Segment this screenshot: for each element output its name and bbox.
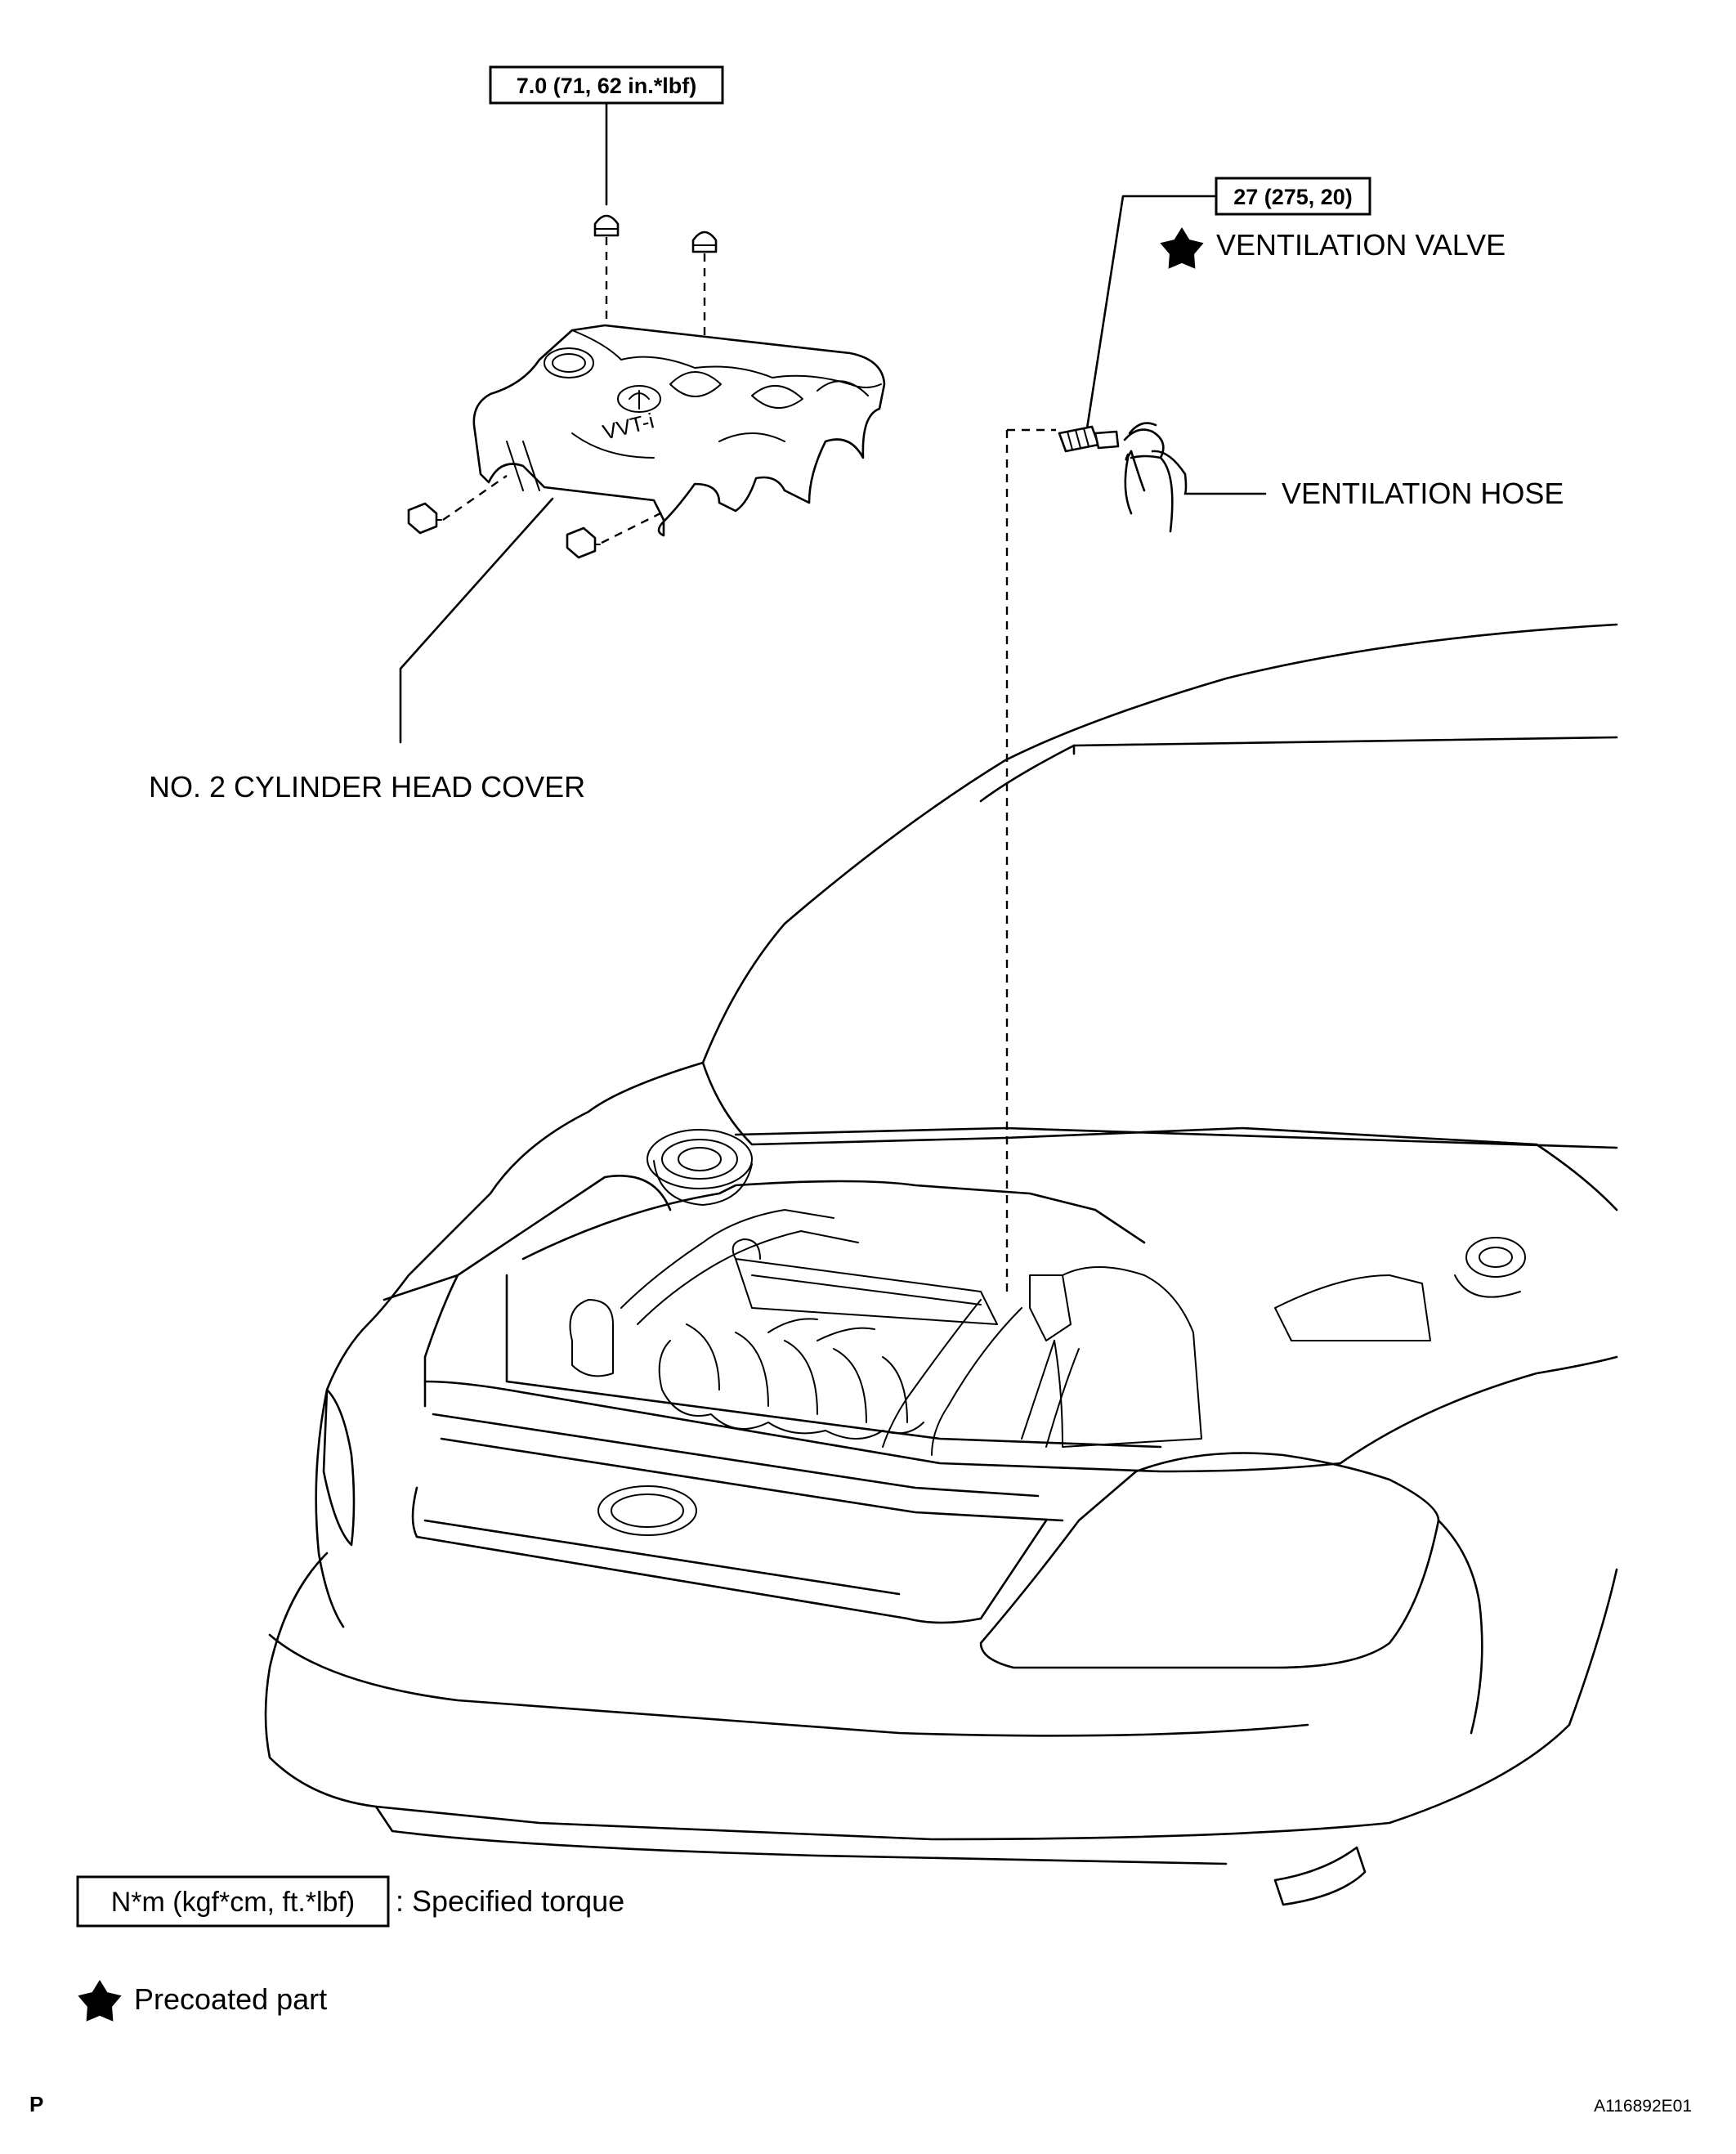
cap-nut-left xyxy=(593,214,620,237)
ventilation-hose-label: VENTILATION HOSE xyxy=(1282,477,1564,510)
ventilation-valve-part xyxy=(1005,425,1120,1298)
figure-id: A116892E01 xyxy=(1594,2097,1692,2116)
legend-star-icon xyxy=(78,1980,122,2022)
page-letter: P xyxy=(29,2092,43,2116)
ventilation-hose-part xyxy=(1123,422,1267,533)
cap-nut-right xyxy=(691,231,718,253)
precoated-star-icon xyxy=(1160,227,1204,269)
legend-precoated-desc: Precoated part xyxy=(134,1982,327,2016)
torque-value-cover: 7.0 (71, 62 in.*lbf) xyxy=(517,74,697,98)
cylinder-head-cover-label: NO. 2 CYLINDER HEAD COVER xyxy=(149,770,585,804)
legend: N*m (kgf*cm, ft.*lbf) : Specified torque… xyxy=(76,1875,624,2022)
bolt-side-right xyxy=(566,526,601,559)
torque-callout-valve: 27 (275, 20) xyxy=(1085,177,1371,430)
legend-torque-unit: N*m (kgf*cm, ft.*lbf) xyxy=(111,1887,355,1918)
torque-value-valve: 27 (275, 20) xyxy=(1233,185,1353,209)
ventilation-valve-label: VENTILATION VALVE xyxy=(1216,228,1506,262)
bolt-side-left xyxy=(407,502,442,535)
torque-callout-cover: 7.0 (71, 62 in.*lbf) xyxy=(489,65,724,206)
legend-torque-desc: : Specified torque xyxy=(396,1884,624,1918)
cylinder-head-cover-part: VVT-i xyxy=(399,324,886,744)
vehicle-front-illustration xyxy=(264,623,1618,1906)
